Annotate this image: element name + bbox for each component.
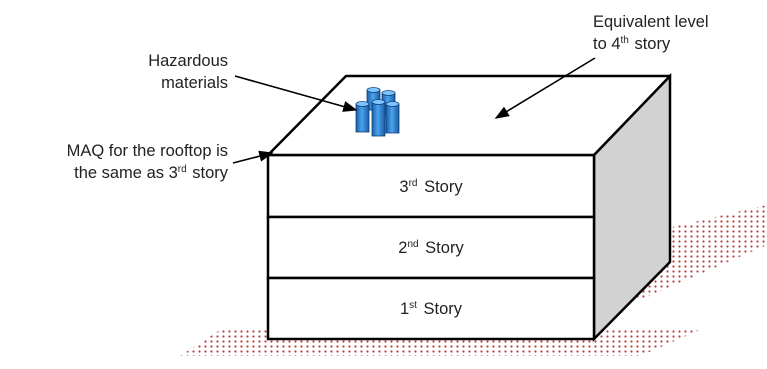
label-maq-line1: MAQ for the rooftop is — [66, 142, 228, 160]
label-maq-line2-prefix: the same as 3 — [74, 164, 178, 182]
arrow-maq-rooftop — [232, 150, 274, 164]
label-equivalent-level: Equivalent level to 4th story — [593, 11, 709, 58]
story-3-num: 3 — [399, 178, 409, 196]
label-maq-line2: the same as 3rd story — [4, 162, 228, 187]
story-2-text: Story — [420, 239, 464, 257]
label-hazardous-materials: Hazardous materials — [118, 50, 228, 94]
label-maq-rooftop: MAQ for the rooftop is the same as 3rd s… — [4, 140, 228, 187]
arrow-hazardous — [234, 75, 358, 112]
label-hazardous-line1: Hazardous — [148, 52, 228, 70]
label-equivalent-line2: to 4th story — [593, 33, 709, 58]
story-1-face — [266, 276, 596, 341]
label-maq-line2-sup: rd — [177, 164, 187, 175]
story-3-sup: rd — [408, 178, 418, 189]
arrow-equivalent-level — [494, 57, 596, 119]
story-2-num: 2 — [398, 239, 408, 257]
story-label-3: 3rd Story — [268, 177, 594, 200]
label-maq-line2-suffix: story — [187, 164, 228, 182]
story-3-face — [266, 153, 596, 219]
story-3-text: Story — [419, 178, 463, 196]
hazardous-drums-icon — [355, 87, 400, 137]
story-label-2: 2nd Story — [268, 238, 594, 261]
story-1-num: 1 — [399, 300, 410, 318]
story-label-1: 1st Story — [268, 299, 594, 322]
label-equivalent-line2-prefix: to 4 — [593, 35, 621, 53]
story-2-sup: nd — [407, 239, 419, 250]
story-1-text: Story — [418, 300, 463, 318]
label-equivalent-line2-suffix: story — [629, 35, 671, 53]
label-equivalent-line1: Equivalent level — [593, 13, 709, 31]
label-equivalent-line2-sup: th — [620, 35, 629, 46]
label-hazardous-line2: materials — [161, 74, 228, 92]
story-1-sup: st — [409, 300, 417, 311]
